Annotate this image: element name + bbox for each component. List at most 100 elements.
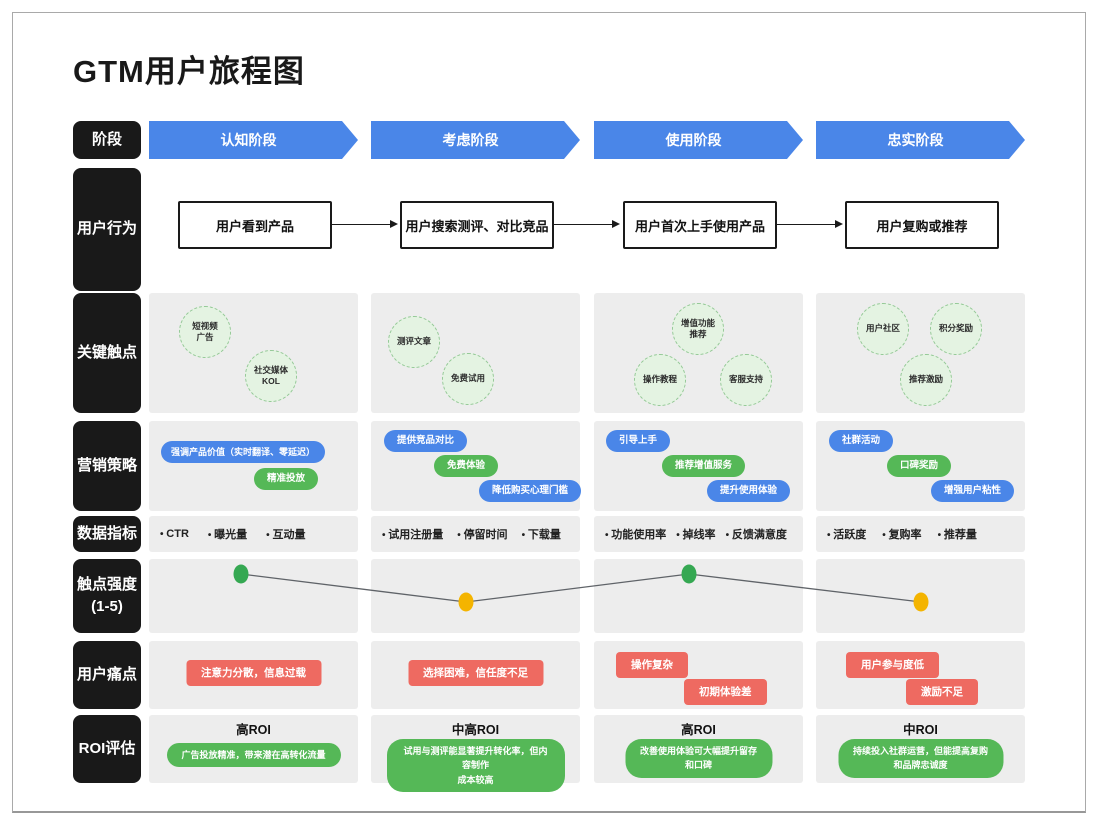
intensity-panel-3 — [594, 559, 803, 633]
metrics-panel-4: 活跃度 复购率 推荐量 — [816, 516, 1025, 552]
touchpoint-node: 免费试用 — [442, 353, 494, 405]
behavior-box-2: 用户搜索测评、对比竞品 — [400, 201, 554, 249]
stage-arrow-awareness: 认知阶段 — [149, 121, 358, 159]
row-label-stage: 阶段 — [73, 121, 141, 159]
behavior-box-3: 用户首次上手使用产品 — [623, 201, 777, 249]
intensity-line — [240, 573, 922, 603]
flow-arrow-2 — [554, 220, 620, 228]
metric-item: 反馈满意度 — [726, 526, 787, 542]
roi-note: 广告投放精准，带来潜在高转化流量 — [166, 743, 341, 768]
strategy-pill: 提升使用体验 — [707, 480, 791, 502]
pain-panel-2: 选择困难，信任度不足 — [371, 641, 580, 709]
strategy-pill: 社群活动 — [829, 430, 894, 452]
metric-item: 下载量 — [522, 526, 561, 542]
pain-panel-4: 用户参与度低 激励不足 — [816, 641, 1025, 709]
pain-box: 激励不足 — [906, 679, 978, 705]
touchpoints-panel-2: 测评文章 免费试用 — [371, 293, 580, 413]
metrics-panel-2: 试用注册量 停留时间 下载量 — [371, 516, 580, 552]
touchpoint-node: 客服支持 — [720, 354, 772, 406]
stage-arrow-consideration: 考虑阶段 — [371, 121, 580, 159]
strategy-panel-1: 强调产品价值（实时翻译、零延迟） 精准投放 — [149, 421, 358, 511]
intensity-point-loyalty — [913, 592, 929, 612]
pain-box: 注意力分散，信息过载 — [186, 660, 321, 686]
roi-row: 高ROI 广告投放精准，带来潜在高转化流量 中高ROI 试用与测评能显著提升转化… — [149, 715, 1025, 793]
strategy-panel-4: 社群活动 口碑奖励 增强用户粘性 — [816, 421, 1025, 511]
strategy-pill: 提供竞品对比 — [384, 430, 468, 452]
pain-panel-3: 操作复杂 初期体验差 — [594, 641, 803, 709]
roi-note: 试用与测评能显著提升转化率，但内容制作 成本较高 — [386, 739, 565, 793]
intensity-panel-1 — [149, 559, 358, 633]
touchpoints-panel-1: 短视频 广告 社交媒体 KOL — [149, 293, 358, 413]
pain-box: 用户参与度低 — [846, 652, 939, 678]
intensity-point-usage — [681, 564, 697, 584]
row-label-roi: ROI评估 — [73, 715, 141, 783]
touchpoint-node: 推荐激励 — [900, 354, 952, 406]
touchpoints-row: 短视频 广告 社交媒体 KOL 测评文章 免费试用 增值功能 推荐 操作教程 客… — [149, 293, 1025, 413]
metrics-panel-3: 功能使用率 掉线率 反馈满意度 — [594, 516, 803, 552]
row-label-strategy: 营销策略 — [73, 421, 141, 511]
roi-panel-3: 高ROI 改善使用体验可大幅提升留存 和口碑 — [594, 715, 803, 783]
metric-item: 互动量 — [266, 526, 305, 542]
metrics-panel-1: CTR 曝光量 互动量 — [149, 516, 358, 552]
roi-note: 持续投入社群运营，但能提高复购 和品牌忠诚度 — [837, 739, 1004, 778]
intensity-row — [149, 559, 1025, 633]
strategy-pill: 引导上手 — [606, 430, 671, 452]
intensity-line-chart — [233, 564, 929, 612]
metric-item: 试用注册量 — [382, 526, 443, 542]
page-card: GTM用户旅程图 阶段 用户行为 关键触点 营销策略 数据指标 触点强度 (1-… — [12, 12, 1086, 813]
strategy-pill: 推荐增值服务 — [662, 455, 746, 477]
metrics-row: CTR 曝光量 互动量 试用注册量 停留时间 下载量 功能使用率 掉线率 反馈满… — [149, 516, 1025, 552]
metric-item: 复购率 — [882, 526, 922, 542]
intensity-panel-2 — [371, 559, 580, 633]
metric-item: 停留时间 — [457, 526, 508, 542]
intensity-point-awareness — [233, 564, 249, 584]
strategy-pill: 口碑奖励 — [887, 455, 952, 477]
stage-arrow-usage: 使用阶段 — [594, 121, 803, 159]
metric-item: 曝光量 — [208, 526, 247, 542]
strategy-pill: 精准投放 — [254, 468, 319, 490]
roi-panel-4: 中ROI 持续投入社群运营，但能提高复购 和品牌忠诚度 — [816, 715, 1025, 783]
metric-item: 掉线率 — [676, 526, 716, 542]
pain-box: 选择困难，信任度不足 — [408, 660, 543, 686]
touchpoint-node: 短视频 广告 — [179, 306, 231, 358]
touchpoint-node: 用户社区 — [857, 303, 909, 355]
roi-panel-2: 中高ROI 试用与测评能显著提升转化率，但内容制作 成本较高 — [371, 715, 580, 793]
roi-level: 高ROI — [236, 723, 271, 737]
roi-level: 中ROI — [903, 723, 938, 737]
strategy-pill: 强调产品价值（实时翻译、零延迟） — [161, 441, 326, 463]
touchpoints-panel-4: 用户社区 积分奖励 推荐激励 — [816, 293, 1025, 413]
pain-panel-1: 注意力分散，信息过载 — [149, 641, 358, 709]
strategy-panel-3: 引导上手 推荐增值服务 提升使用体验 — [594, 421, 803, 511]
pain-box: 操作复杂 — [616, 652, 688, 678]
roi-note: 改善使用体验可大幅提升留存 和口碑 — [624, 739, 773, 778]
pain-row: 注意力分散，信息过载 选择困难，信任度不足 操作复杂 初期体验差 用户参与度低 … — [149, 641, 1025, 709]
row-label-intensity: 触点强度 (1-5) — [73, 559, 141, 633]
flow-arrow-1 — [332, 220, 398, 228]
touchpoint-node: 操作教程 — [634, 354, 686, 406]
metric-item: 推荐量 — [938, 526, 977, 542]
behavior-box-1: 用户看到产品 — [178, 201, 332, 249]
strategy-pill: 降低购买心理门槛 — [479, 480, 582, 502]
strategy-pill: 增强用户粘性 — [931, 480, 1015, 502]
strategy-panel-2: 提供竞品对比 免费体验 降低购买心理门槛 — [371, 421, 582, 511]
roi-level: 高ROI — [681, 723, 716, 737]
metric-item: 功能使用率 — [605, 526, 666, 542]
row-label-pain: 用户痛点 — [73, 641, 141, 709]
strategy-row: 强调产品价值（实时翻译、零延迟） 精准投放 提供竞品对比 免费体验 降低购买心理… — [149, 421, 1025, 511]
behavior-row: 用户看到产品 用户搜索测评、对比竞品 用户首次上手使用产品 用户复购或推荐 — [149, 168, 1025, 291]
touchpoint-node: 社交媒体 KOL — [245, 350, 297, 402]
intensity-point-consideration — [458, 592, 474, 612]
strategy-pill: 免费体验 — [434, 455, 499, 477]
stage-arrow-loyalty: 忠实阶段 — [816, 121, 1025, 159]
pain-box: 初期体验差 — [684, 679, 767, 705]
page-title: GTM用户旅程图 — [73, 54, 305, 89]
roi-level: 中高ROI — [451, 723, 500, 737]
row-label-behavior: 用户行为 — [73, 168, 141, 291]
touchpoint-node: 增值功能 推荐 — [672, 303, 724, 355]
touchpoints-panel-3: 增值功能 推荐 操作教程 客服支持 — [594, 293, 803, 413]
touchpoint-node: 测评文章 — [388, 316, 440, 368]
metric-item: CTR — [160, 528, 189, 540]
touchpoint-node: 积分奖励 — [930, 303, 982, 355]
row-label-touchpoints: 关键触点 — [73, 293, 141, 413]
